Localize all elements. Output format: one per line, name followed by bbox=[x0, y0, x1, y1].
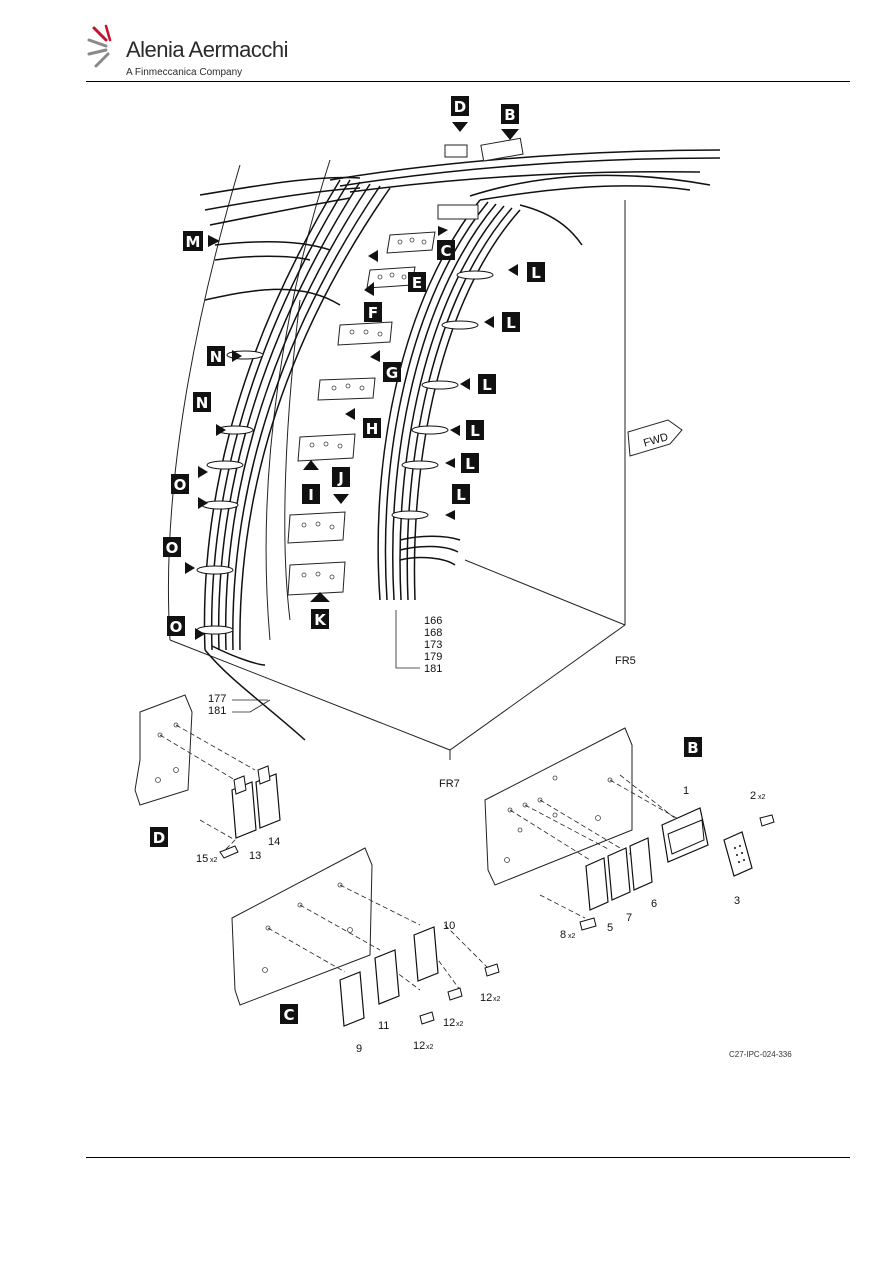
harness-reference-list: 166 168 173 179 181 bbox=[395, 610, 442, 675]
svg-text:177: 177 bbox=[208, 693, 226, 705]
company-name: Alenia Aermacchi bbox=[126, 37, 288, 62]
svg-text:O: O bbox=[166, 539, 179, 557]
svg-text:C: C bbox=[283, 1006, 294, 1024]
svg-text:168: 168 bbox=[424, 627, 442, 639]
svg-text:D: D bbox=[454, 98, 466, 116]
svg-text:179: 179 bbox=[424, 651, 442, 663]
svg-text:x2: x2 bbox=[210, 857, 218, 864]
svg-text:M: M bbox=[186, 233, 201, 251]
svg-text:12: 12 bbox=[480, 992, 492, 1004]
svg-text:10: 10 bbox=[443, 920, 455, 932]
svg-text:E: E bbox=[412, 274, 422, 292]
tag-O-1: O bbox=[171, 474, 189, 494]
svg-text:14: 14 bbox=[268, 836, 280, 848]
svg-text:x2: x2 bbox=[758, 794, 766, 801]
svg-text:D: D bbox=[153, 829, 165, 847]
tag-L-2: L bbox=[502, 312, 520, 332]
svg-text:1: 1 bbox=[683, 785, 689, 797]
tag-I: I bbox=[302, 484, 320, 504]
svg-text:12: 12 bbox=[443, 1017, 455, 1029]
svg-text:F: F bbox=[368, 304, 378, 322]
page-header: Alenia Aermacchi A Finmeccanica Company bbox=[0, 0, 893, 82]
fwd-direction-sign: FWD bbox=[627, 419, 683, 457]
detail-b: B 1 2 x2 3 5 6 7 8 x2 bbox=[484, 727, 775, 941]
svg-text:6: 6 bbox=[651, 898, 657, 910]
svg-text:L: L bbox=[456, 486, 466, 504]
callout-arrows bbox=[185, 122, 519, 640]
svg-text:L: L bbox=[506, 314, 516, 332]
svg-text:L: L bbox=[470, 422, 480, 440]
svg-text:L: L bbox=[531, 264, 541, 282]
tag-M: M bbox=[183, 231, 203, 251]
svg-text:12: 12 bbox=[413, 1040, 425, 1052]
tag-E: E bbox=[408, 272, 426, 292]
fuselage-frame-outline bbox=[167, 159, 626, 760]
tag-H: H bbox=[363, 418, 381, 438]
svg-text:H: H bbox=[366, 420, 379, 438]
document-reference-code: C27-IPC-024-336 bbox=[729, 1050, 792, 1059]
tag-L-4: L bbox=[466, 420, 484, 440]
svg-text:x2: x2 bbox=[456, 1021, 464, 1028]
alenia-logo-icon bbox=[87, 24, 112, 68]
bottom-reference-list: 177 181 bbox=[208, 693, 271, 717]
svg-text:K: K bbox=[314, 611, 327, 629]
svg-text:L: L bbox=[482, 376, 492, 394]
tag-J: J bbox=[332, 467, 350, 487]
svg-text:B: B bbox=[504, 106, 515, 124]
plate-holes bbox=[301, 237, 427, 580]
svg-text:I: I bbox=[308, 486, 314, 504]
svg-text:x2: x2 bbox=[568, 933, 576, 940]
svg-text:8: 8 bbox=[560, 929, 566, 941]
svg-text:x2: x2 bbox=[493, 996, 501, 1003]
tag-L-3: L bbox=[478, 374, 496, 394]
svg-text:11: 11 bbox=[378, 1020, 389, 1032]
svg-text:15: 15 bbox=[196, 853, 208, 865]
view-callout-tags: D B M C E F L L N G L N H L L J I O L O … bbox=[163, 96, 545, 636]
tag-G: G bbox=[383, 362, 401, 382]
tag-D: D bbox=[451, 96, 469, 116]
svg-text:2: 2 bbox=[750, 790, 756, 802]
tag-B: B bbox=[501, 104, 519, 124]
svg-text:J: J bbox=[337, 469, 344, 487]
svg-text:3: 3 bbox=[734, 895, 740, 907]
svg-text:5: 5 bbox=[607, 922, 613, 934]
tag-N-1: N bbox=[207, 346, 225, 366]
svg-text:O: O bbox=[170, 618, 183, 636]
svg-text:G: G bbox=[386, 364, 398, 382]
left-harness-bundle bbox=[199, 176, 391, 741]
svg-text:N: N bbox=[196, 394, 209, 412]
svg-text:173: 173 bbox=[424, 639, 442, 651]
detail-d: D 13 14 15 x2 bbox=[134, 694, 281, 865]
svg-text:N: N bbox=[210, 348, 223, 366]
svg-text:181: 181 bbox=[208, 705, 226, 717]
svg-text:C: C bbox=[440, 242, 451, 260]
tag-O-3: O bbox=[167, 616, 185, 636]
svg-text:7: 7 bbox=[626, 912, 632, 924]
svg-text:166: 166 bbox=[424, 615, 442, 627]
tag-N-2: N bbox=[193, 392, 211, 412]
tag-O-2: O bbox=[163, 537, 181, 557]
svg-text:L: L bbox=[465, 455, 475, 473]
tag-L-1: L bbox=[527, 262, 545, 282]
svg-text:x2: x2 bbox=[426, 1044, 434, 1051]
tag-K: K bbox=[311, 609, 329, 629]
company-tagline: A Finmeccanica Company bbox=[126, 67, 243, 78]
frame-label-fr7: FR7 bbox=[439, 778, 460, 790]
tag-F: F bbox=[364, 302, 382, 322]
header-divider bbox=[86, 81, 850, 82]
frame-label-fr5: FR5 bbox=[615, 655, 636, 667]
svg-text:O: O bbox=[174, 476, 187, 494]
detail-c: C 9 10 11 12 x2 12 x2 12 x2 bbox=[231, 847, 501, 1055]
footer-divider bbox=[86, 1157, 850, 1158]
svg-text:13: 13 bbox=[249, 850, 261, 862]
mounting-plates bbox=[287, 137, 524, 596]
svg-text:B: B bbox=[687, 739, 698, 757]
top-harness-bundle bbox=[329, 149, 721, 246]
svg-text:181: 181 bbox=[424, 663, 442, 675]
svg-text:9: 9 bbox=[356, 1043, 362, 1055]
tag-L-6: L bbox=[452, 484, 470, 504]
tag-C: C bbox=[437, 240, 455, 260]
tag-L-5: L bbox=[461, 453, 479, 473]
